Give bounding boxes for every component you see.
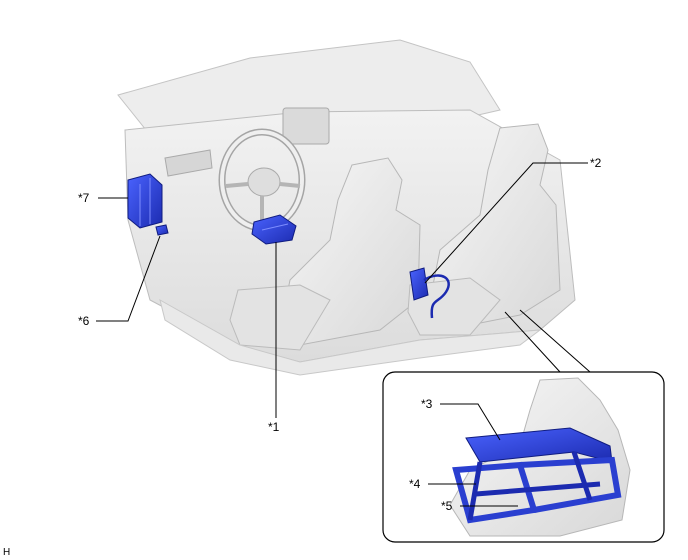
dash-vents	[164, 149, 213, 177]
callout-3: *3	[421, 397, 433, 411]
component-1	[251, 214, 297, 245]
driver-seat	[229, 157, 421, 351]
callout-leaders	[96, 162, 588, 507]
seat-frame-rail-right	[519, 456, 622, 513]
callout-2: *2	[590, 156, 602, 170]
component-6	[155, 224, 169, 236]
component-7	[127, 173, 163, 229]
seat-frame-inset	[382, 371, 665, 543]
center-display	[282, 107, 330, 145]
callout-7: *7	[78, 191, 90, 205]
inset-leader	[504, 309, 591, 373]
corner-code: H	[3, 547, 10, 558]
callout-4: *4	[409, 477, 421, 491]
callout-1: *1	[268, 420, 280, 434]
callout-6: *6	[78, 314, 90, 328]
cabin-floor	[159, 298, 542, 376]
component-2	[409, 267, 450, 319]
passenger-seat	[407, 123, 561, 336]
vehicle-interior	[117, 39, 576, 376]
callout-5: *5	[441, 499, 453, 513]
